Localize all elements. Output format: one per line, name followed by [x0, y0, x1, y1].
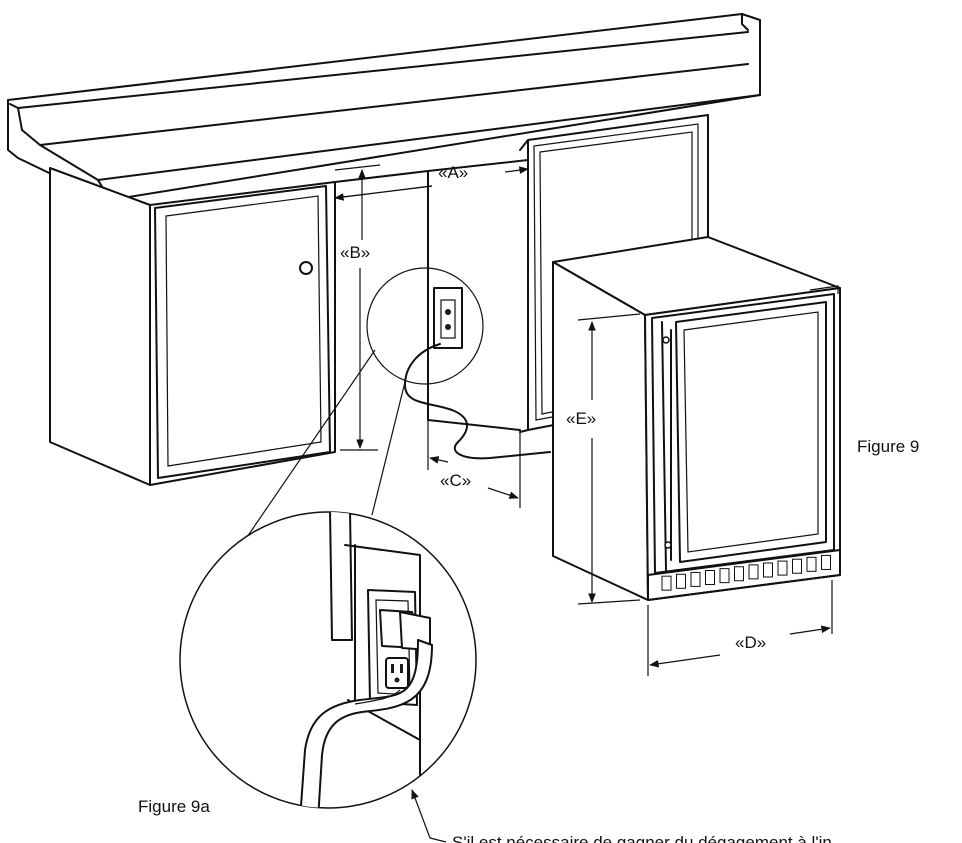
label-e: «E» — [566, 409, 596, 428]
dimension-d — [647, 580, 833, 676]
cooler-side — [552, 261, 649, 601]
grille-vent — [719, 568, 730, 584]
grille-vent — [821, 554, 831, 570]
power-cord — [404, 343, 551, 460]
grille-vent — [806, 556, 817, 572]
grille-vent — [734, 566, 744, 582]
grille-vent — [763, 562, 773, 578]
door-knob — [299, 261, 313, 275]
grille-vent — [661, 575, 672, 591]
label-a: «A» — [438, 163, 468, 182]
label-c: «C» — [440, 471, 471, 490]
label-d: «D» — [735, 633, 766, 652]
caption-note: S'il est nécessaire de gagner du dégagem… — [452, 833, 832, 843]
wine-cooler — [552, 236, 841, 601]
dimension-e — [577, 313, 641, 605]
caption-figure-9: Figure 9 — [857, 437, 919, 456]
cooler-base-grille — [647, 549, 841, 601]
left-cabinet — [49, 167, 336, 486]
grille-vent — [748, 564, 759, 580]
grille-vent — [792, 558, 802, 574]
grille-vent — [777, 560, 788, 576]
dimension-a — [334, 166, 529, 201]
label-b: «B» — [340, 243, 370, 262]
detail-callout-circle — [366, 267, 484, 385]
dimension-c — [427, 420, 521, 508]
wall-outlet — [433, 287, 463, 349]
grille-vent — [705, 570, 715, 586]
caption-figure-9a: Figure 9a — [138, 797, 210, 816]
grille-vent — [676, 573, 686, 589]
cooler-glass-door — [675, 301, 827, 563]
left-cabinet-door — [154, 185, 331, 479]
dimension-b — [334, 164, 381, 451]
grille-vent — [690, 571, 701, 587]
detail-view — [179, 511, 477, 809]
